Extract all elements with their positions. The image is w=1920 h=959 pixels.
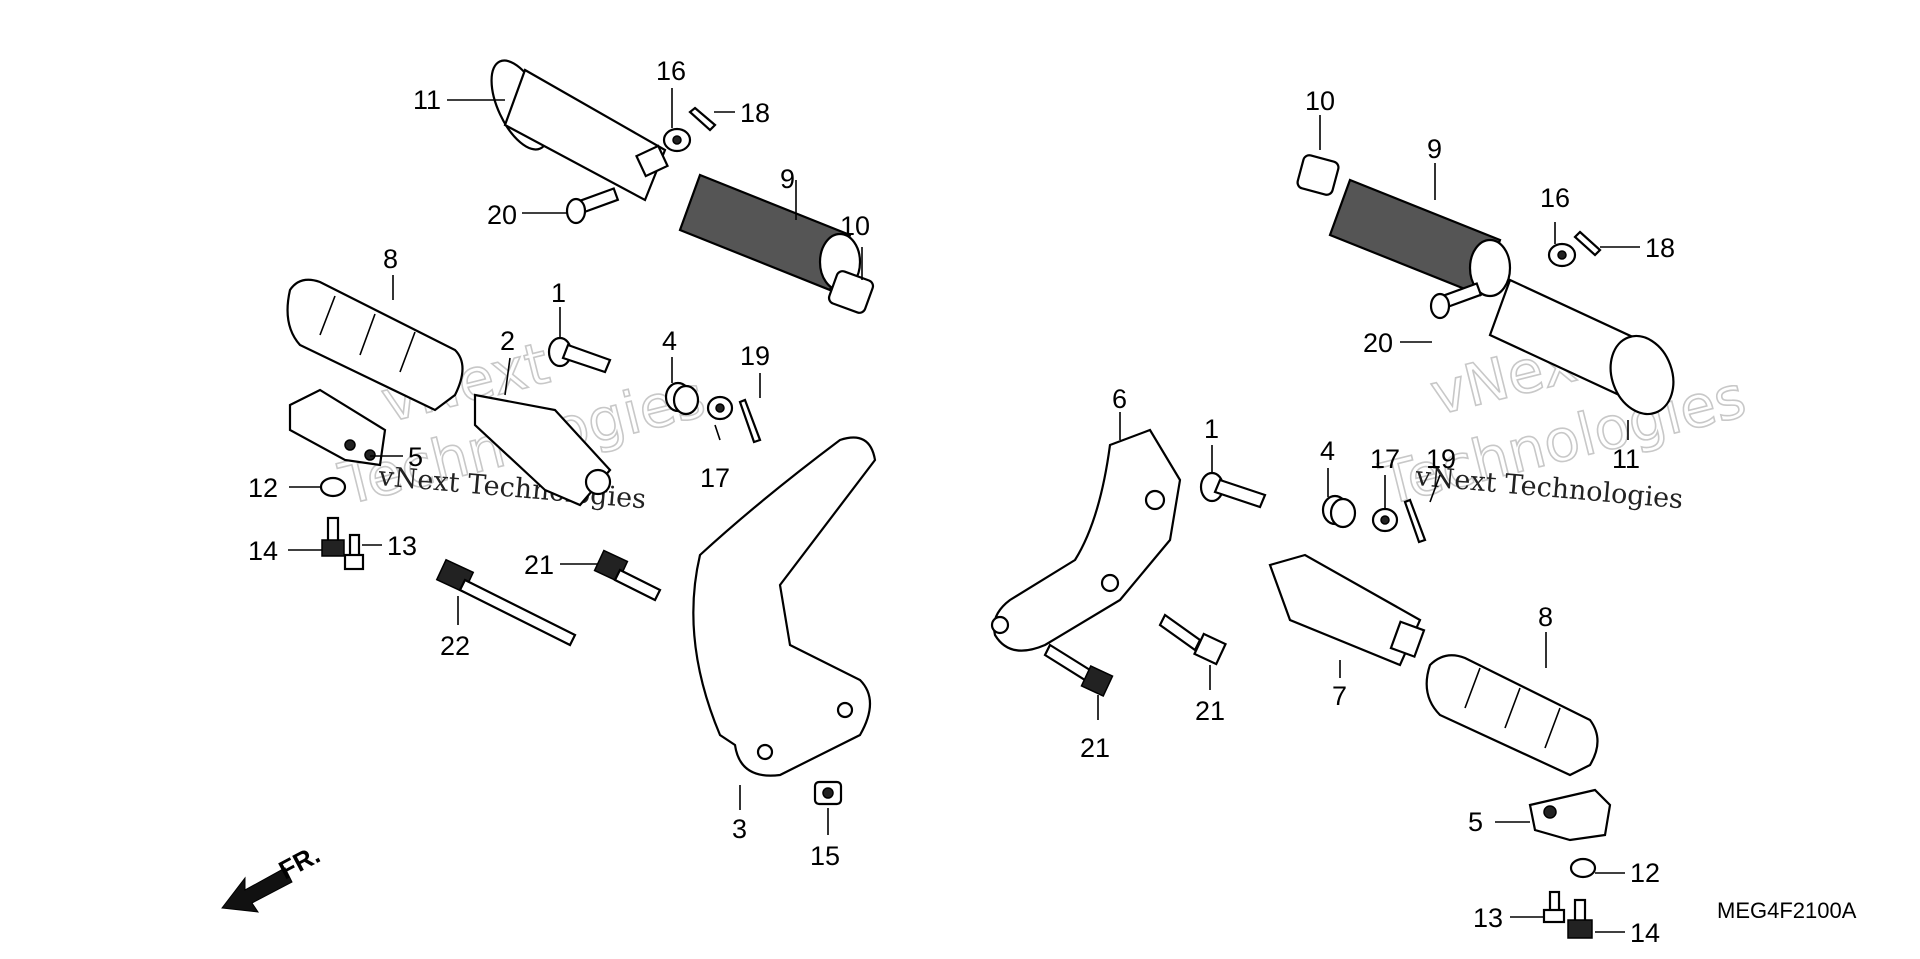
leader-lines bbox=[288, 88, 1640, 933]
label-l13: 13 bbox=[387, 531, 417, 561]
label-l17: 17 bbox=[700, 463, 730, 493]
part-21-left-bolt bbox=[593, 549, 662, 602]
part-8-left-footrest-rubber bbox=[286, 278, 464, 412]
part-16-left-washer bbox=[662, 127, 692, 153]
part-20-right-pin bbox=[1429, 282, 1483, 320]
part-19-right-cotter bbox=[1403, 498, 1427, 544]
label-l21: 21 bbox=[524, 550, 554, 580]
label-r6: 6 bbox=[1112, 384, 1127, 414]
part-20-left-pin bbox=[565, 187, 620, 225]
label-l4: 4 bbox=[662, 326, 677, 356]
part-18-right-cotter bbox=[1573, 230, 1602, 257]
part-17-right-washer bbox=[1371, 507, 1399, 533]
label-l8: 8 bbox=[383, 244, 398, 274]
part-10-right-cushion bbox=[1296, 154, 1340, 196]
label-l1: 1 bbox=[551, 278, 566, 308]
part-3-left-bracket bbox=[692, 436, 877, 777]
part-18-left-cotter bbox=[688, 106, 717, 132]
label-l22: 22 bbox=[440, 631, 470, 661]
front-direction-arrow: FR. bbox=[221, 839, 325, 913]
part-1-right-pin bbox=[1199, 471, 1267, 509]
label-l16: 16 bbox=[656, 56, 686, 86]
arrow-icon bbox=[221, 867, 293, 913]
part-15-left-nut bbox=[813, 780, 843, 806]
part-5-right-holder bbox=[1528, 788, 1612, 842]
label-l15: 15 bbox=[810, 841, 840, 871]
label-l18: 18 bbox=[740, 98, 770, 128]
part-16-right-washer bbox=[1547, 242, 1577, 268]
part-12-left-nut bbox=[319, 476, 347, 498]
part-9-right-rubber bbox=[1328, 178, 1512, 298]
label-l2: 2 bbox=[500, 326, 515, 356]
label-r16: 16 bbox=[1540, 183, 1570, 213]
part-21-right-bolt-a bbox=[1043, 643, 1114, 698]
label-r5: 5 bbox=[1468, 807, 1483, 837]
label-r7: 7 bbox=[1332, 681, 1347, 711]
label-r21b: 21 bbox=[1195, 696, 1225, 726]
label-r14: 14 bbox=[1630, 918, 1660, 948]
label-r11: 11 bbox=[1612, 444, 1640, 474]
part-22-left-long-bolt bbox=[435, 558, 577, 647]
part-21-right-bolt-b bbox=[1158, 613, 1227, 666]
part-14-right-bolt bbox=[1567, 898, 1593, 939]
label-l3: 3 bbox=[732, 814, 747, 844]
label-r20: 20 bbox=[1363, 328, 1393, 358]
part-4-right-spring bbox=[1321, 494, 1357, 529]
part-17-left-washer bbox=[706, 395, 734, 421]
callout-labels: 11 16 18 20 9 10 8 1 2 4 19 5 17 12 14 1… bbox=[248, 56, 1675, 948]
part-10-left-cushion bbox=[827, 270, 875, 314]
diagram-code: MEG4F2100A bbox=[1717, 898, 1857, 923]
label-l20: 20 bbox=[487, 200, 517, 230]
label-l9: 9 bbox=[780, 164, 795, 194]
label-l14: 14 bbox=[248, 536, 278, 566]
part-11-right-shaft bbox=[1488, 278, 1675, 416]
part-19-left-cotter bbox=[738, 398, 762, 444]
label-r17: 17 bbox=[1370, 444, 1400, 474]
label-r18: 18 bbox=[1645, 233, 1675, 263]
label-l11: 11 bbox=[413, 85, 441, 115]
part-4-left-spring bbox=[664, 381, 700, 416]
label-r9: 9 bbox=[1427, 134, 1442, 164]
label-r12: 12 bbox=[1630, 858, 1660, 888]
label-l5: 5 bbox=[408, 442, 423, 472]
part-13-right-bolt bbox=[1542, 890, 1566, 924]
label-r1: 1 bbox=[1204, 414, 1219, 444]
part-6-right-bracket bbox=[990, 428, 1182, 652]
part-2-left-footpeg bbox=[473, 393, 612, 507]
part-11-left-shaft bbox=[490, 59, 669, 202]
label-r8: 8 bbox=[1538, 602, 1553, 632]
label-r21a: 21 bbox=[1080, 733, 1110, 763]
label-l10: 10 bbox=[840, 211, 870, 241]
part-14-left-bolt bbox=[321, 516, 345, 557]
label-r10: 10 bbox=[1305, 86, 1335, 116]
label-r4: 4 bbox=[1320, 436, 1335, 466]
part-5-left-holder bbox=[288, 388, 387, 467]
label-l19: 19 bbox=[740, 341, 770, 371]
part-8-right-footrest-rubber bbox=[1425, 654, 1599, 777]
part-7-right-footpeg bbox=[1268, 553, 1426, 667]
part-1-left-pin bbox=[547, 336, 612, 374]
part-9-left-rubber bbox=[678, 173, 862, 292]
part-12-right-nut bbox=[1569, 857, 1597, 879]
label-r19: 19 bbox=[1426, 444, 1456, 474]
label-r13: 13 bbox=[1473, 903, 1503, 933]
label-l12: 12 bbox=[248, 473, 278, 503]
part-13-left-bolt bbox=[343, 533, 365, 571]
